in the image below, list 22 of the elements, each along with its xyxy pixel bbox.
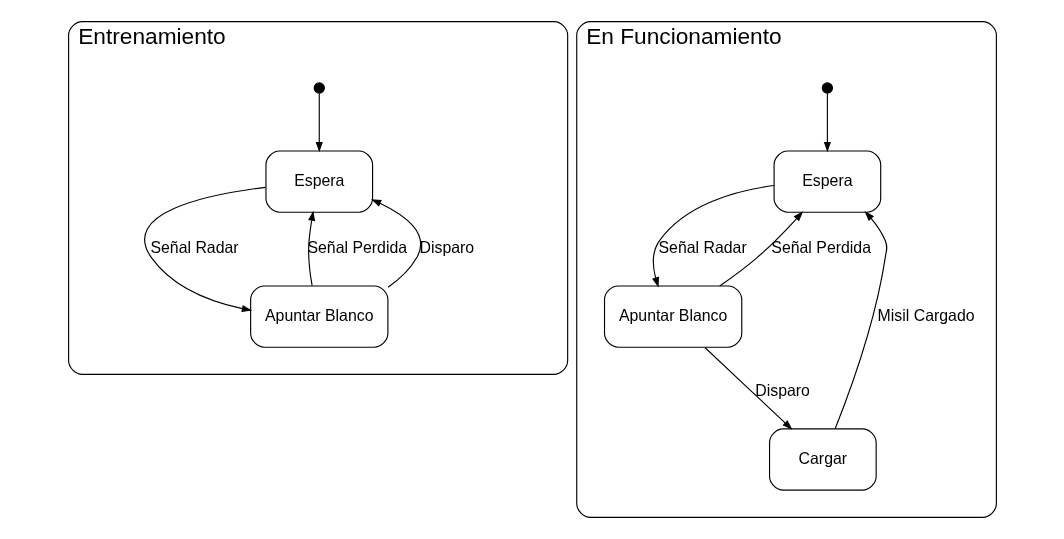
arrow	[823, 93, 831, 153]
node-circle	[313, 82, 325, 94]
arrow	[651, 184, 774, 288]
edge-label: Señal Perdida	[770, 239, 871, 257]
edge-label: Señal Radar	[149, 239, 239, 257]
edge-label: Disparo	[419, 239, 474, 257]
node-box: Espera	[264, 150, 373, 213]
arrow	[718, 211, 803, 287]
node-box: Espera	[773, 150, 881, 213]
arrow	[703, 346, 792, 430]
node-circle	[821, 82, 833, 94]
arrow	[307, 210, 315, 287]
node-box: Cargar	[768, 428, 877, 491]
node-box: Apuntar Blanco	[603, 285, 742, 348]
edge-label: Señal Radar	[658, 239, 747, 257]
node-box: Apuntar Blanco	[249, 285, 388, 348]
arrow	[370, 199, 421, 288]
arrow	[834, 211, 887, 430]
edge-label: Misil Cargado	[877, 306, 975, 324]
arrow	[315, 93, 323, 153]
edge-label: Disparo	[754, 382, 810, 400]
arrow	[143, 186, 266, 313]
